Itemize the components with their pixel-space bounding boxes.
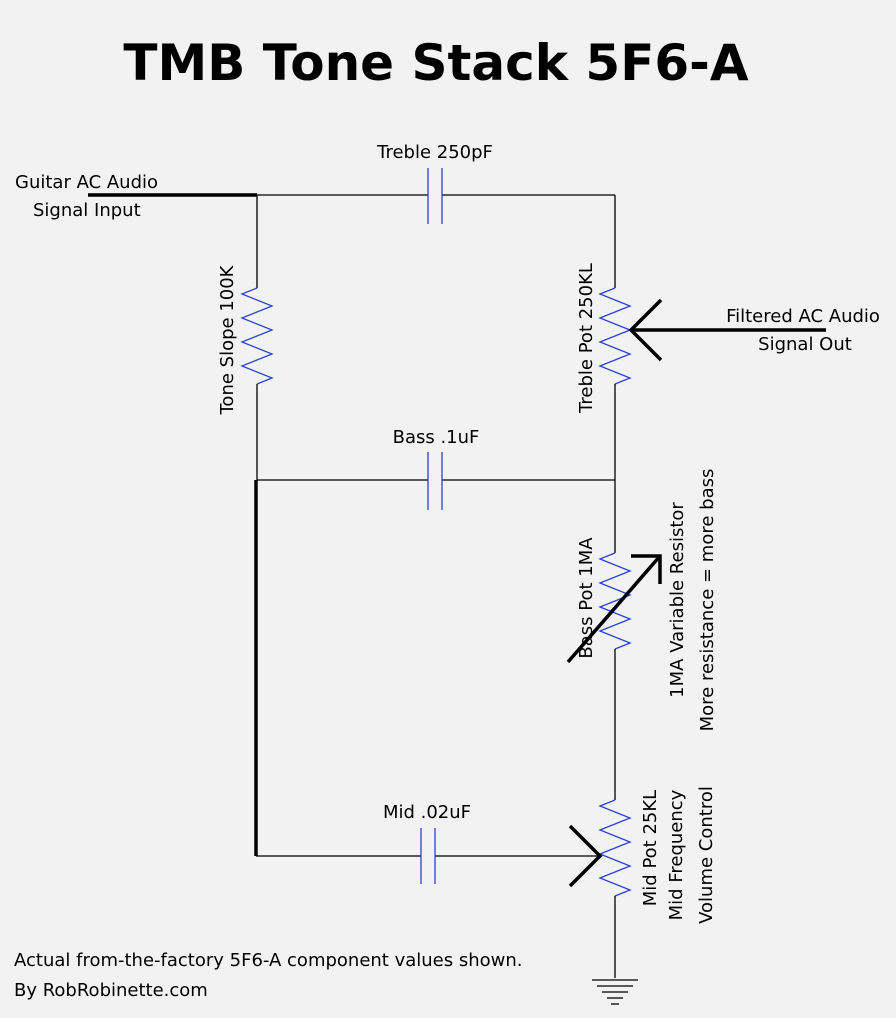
mid-wiper-arrow xyxy=(568,824,603,888)
footer-note: Actual from-the-factory 5F6-A component … xyxy=(14,950,523,971)
treble-wiper-arrow xyxy=(628,298,826,362)
bass-pot-label: Bass Pot 1MA xyxy=(576,537,597,659)
bass-cap-label: Bass .1uF xyxy=(393,427,480,448)
mid-note-line2: Volume Control xyxy=(696,786,717,924)
output-label-line1: Filtered AC Audio xyxy=(726,306,880,327)
bass-capacitor xyxy=(427,452,443,510)
mid-cap-label: Mid .02uF xyxy=(383,802,471,823)
treble-pot-resistor xyxy=(598,287,632,385)
treble-capacitor xyxy=(427,168,443,224)
footer-credit: By RobRobinette.com xyxy=(14,980,208,1001)
bass-note-line1: 1MA Variable Resistor xyxy=(667,502,688,698)
slope-resistor-label: Tone Slope 100K xyxy=(217,264,238,415)
mid-pot-label: Mid Pot 25KL xyxy=(640,790,661,906)
mid-pot-resistor xyxy=(598,799,632,897)
bass-variable-arrow xyxy=(566,554,662,664)
ground-symbol xyxy=(592,979,638,1005)
treble-pot-label: Treble Pot 250KL xyxy=(576,263,597,414)
bass-note-line2: More resistance = more bass xyxy=(697,469,718,732)
mid-note-line1: Mid Frequency xyxy=(666,789,687,920)
input-label-line2: Signal Input xyxy=(33,200,141,221)
slope-resistor xyxy=(240,287,274,385)
bass-pot-resistor xyxy=(598,552,632,650)
mid-capacitor xyxy=(420,828,436,884)
input-label-line1: Guitar AC Audio xyxy=(15,172,158,193)
page-title: TMB Tone Stack 5F6-A xyxy=(123,34,749,92)
treble-cap-label: Treble 250pF xyxy=(376,142,493,163)
output-label-line2: Signal Out xyxy=(758,334,852,355)
